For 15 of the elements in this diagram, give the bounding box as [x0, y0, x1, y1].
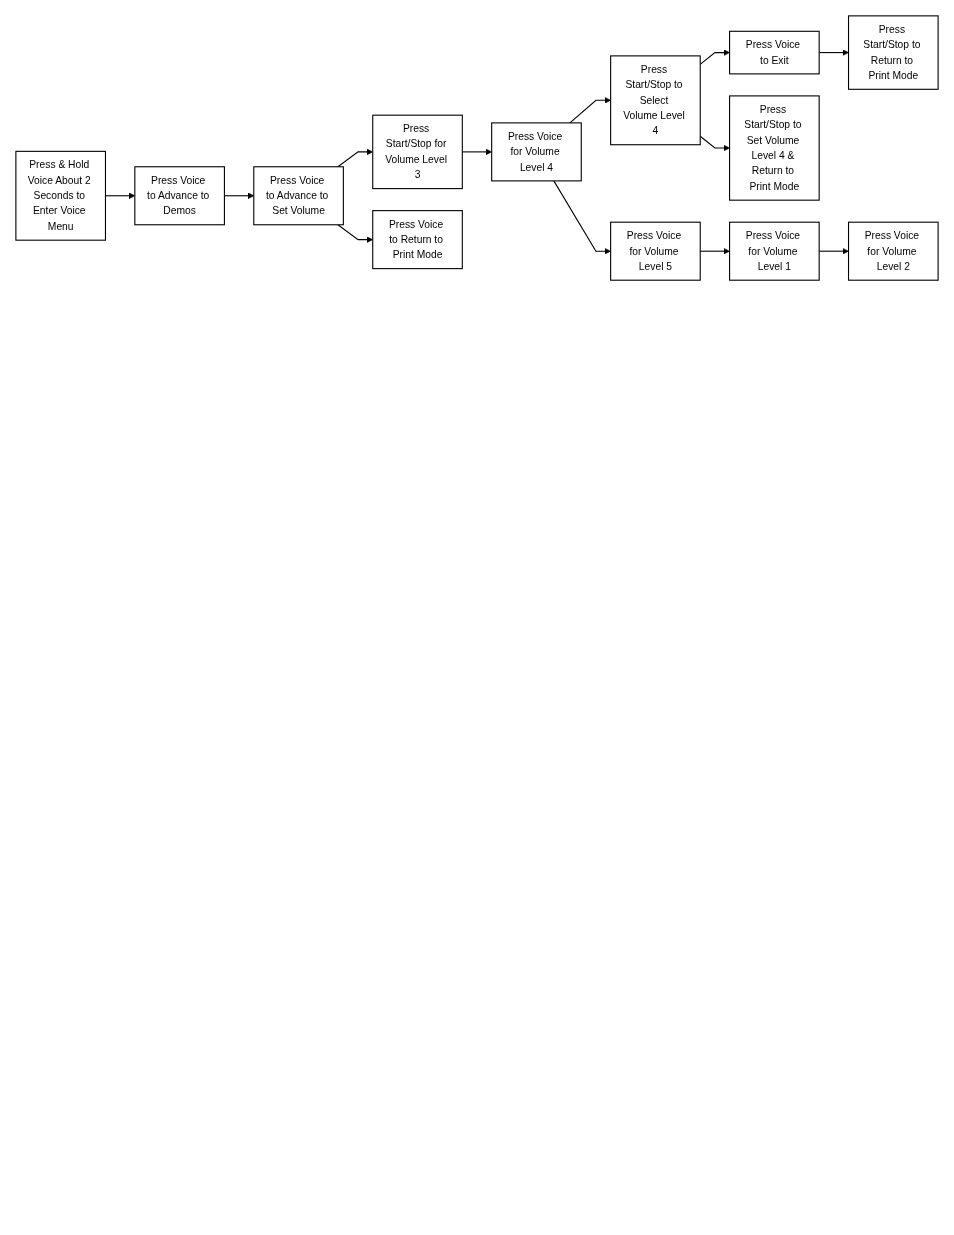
node-box: Press Start/Stop to Return to Print Mode	[848, 15, 939, 90]
arrow	[553, 180, 611, 255]
node-box: Press Voice for Volume Level 1	[729, 221, 820, 281]
node-box: Press Start/Stop to Set Volume Level 4 & Return to Print Mode	[729, 95, 820, 201]
node-box: Press Voice for Volume Level 5	[610, 221, 701, 281]
node-box: Press Voice for Volume Level 4	[491, 122, 582, 182]
node-box: Press Voice for Volume Level 2	[848, 221, 939, 281]
node-box: Press Voice to Exit	[729, 30, 820, 75]
node-box: Press Voice to Advance to Set Volume	[253, 166, 344, 226]
arrow	[569, 97, 611, 124]
node-box: Press Start/Stop for Volume Level 3	[372, 114, 463, 190]
node-box: Press Start/Stop to Select Volume Level 4	[610, 55, 701, 146]
node-box: Press Voice to Advance to Demos	[134, 166, 225, 226]
node-box: Press & Hold Voice About 2 Seconds to Enter Voice Menu	[15, 150, 106, 241]
node-box: Press Voice to Return to Print Mode	[372, 210, 463, 270]
